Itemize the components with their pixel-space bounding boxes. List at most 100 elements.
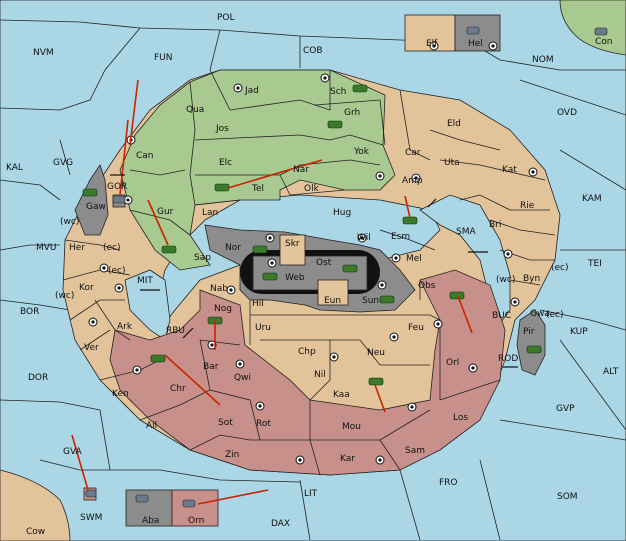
sea-label: COB <box>303 46 323 56</box>
sea-borders <box>0 19 626 541</box>
sea-label: SMA <box>456 227 476 237</box>
land-label: Web <box>285 273 305 283</box>
land-label: Sam <box>405 446 425 456</box>
coast-label: (ec) <box>546 310 564 320</box>
region-skr[interactable] <box>279 234 306 266</box>
land-label: Esm <box>391 232 410 242</box>
land-label: Neu <box>367 348 385 358</box>
sea-label: MIT <box>137 276 153 286</box>
sea-label: ROD <box>498 354 518 364</box>
sea-label: SOM <box>557 492 578 502</box>
sea-label: GVA <box>63 447 83 457</box>
land-label: Cow <box>26 527 45 537</box>
land-label: Chr <box>170 384 186 394</box>
land-labels: Elf Hel Con Jad Sch Qua Grh Jos Can Eld … <box>26 37 613 537</box>
supply-centers <box>88 41 538 465</box>
con-island[interactable] <box>559 0 626 56</box>
sea-label: KAL <box>6 163 23 173</box>
land-label: Gaw <box>86 202 106 212</box>
region-borders <box>62 69 556 476</box>
sea-label: LIT <box>304 489 318 499</box>
land-label: Byn <box>523 274 540 284</box>
land-label: Ken <box>112 389 129 399</box>
land-label: Kor <box>79 283 94 293</box>
sea-label: TEI <box>587 259 602 269</box>
land-label: Kar <box>340 454 355 464</box>
sea-label: OVD <box>557 108 577 118</box>
land-label: Ver <box>84 343 99 353</box>
sea-label: FRO <box>439 478 458 488</box>
land-label: Nil <box>314 370 326 380</box>
land-label: Sot <box>218 418 233 428</box>
sea-label: NVM <box>33 48 54 58</box>
land-label: Nar <box>293 165 309 175</box>
land-label: Wil <box>357 233 371 243</box>
sea-label: GVP <box>556 404 575 414</box>
land-label: Grh <box>344 108 360 118</box>
land-label: Eld <box>447 119 461 129</box>
sea-label: ALT <box>603 367 619 377</box>
sea-label: KAM <box>582 194 602 204</box>
sea-label: BUC <box>492 311 511 321</box>
land-label: Nor <box>225 243 241 253</box>
sea-label: DAX <box>271 519 290 529</box>
land-label: Rie <box>520 201 535 211</box>
region-aba[interactable] <box>125 489 173 527</box>
land-label: Hug <box>333 208 351 218</box>
land-label: Rot <box>256 419 271 429</box>
land-label: Ail <box>146 421 157 431</box>
land-label: Orn <box>188 516 204 526</box>
land-label: Pir <box>523 327 535 337</box>
land-label: Olk <box>304 184 320 194</box>
sea-label: POL <box>217 13 235 23</box>
land-label: Nab <box>210 284 228 294</box>
land-label: Nog <box>214 304 232 314</box>
land-label: Con <box>595 37 613 47</box>
land-label: Mel <box>406 254 422 264</box>
land-label: Tel <box>251 184 264 194</box>
land-label: Qwi <box>234 373 251 383</box>
land-label: Skr <box>285 239 300 249</box>
region-pir[interactable] <box>516 309 546 376</box>
cow-island[interactable] <box>0 469 71 541</box>
sea-label: BOR <box>20 307 39 317</box>
coast-label: (ec) <box>108 266 126 276</box>
land-label: Elc <box>219 158 232 168</box>
sea-label: DOR <box>28 373 48 383</box>
land-label: Amp <box>402 176 423 186</box>
sea-labels: POL NVM FUN COB NOM OVD KAL GVG KAM TEI … <box>6 13 619 529</box>
land-label: Elf <box>426 39 438 49</box>
coast-label: (wc) <box>496 275 515 285</box>
sea-label: NOM <box>532 55 554 65</box>
land-label: Uru <box>255 323 271 333</box>
coast-label: (ec) <box>551 263 569 273</box>
land-label: Hil <box>252 299 264 309</box>
land-label: Ark <box>117 322 133 332</box>
land-label: Kaa <box>333 390 350 400</box>
land-label: Sap <box>194 253 211 263</box>
coast-labels: (wc) (ec) (ec) (wc) (ec) (wc) (ec) <box>55 217 569 320</box>
land-label: Sch <box>330 87 346 97</box>
land-label: Uta <box>444 158 460 168</box>
inner-sea-sma <box>419 194 511 331</box>
land-label: Car <box>405 148 421 158</box>
land-label: Zin <box>225 450 239 460</box>
land-label: Gur <box>157 207 174 217</box>
land-label: Yok <box>353 147 370 157</box>
land-label: Lan <box>202 208 218 218</box>
order-arrows <box>71 79 473 505</box>
land-label: Ost <box>316 258 332 268</box>
region-orn[interactable] <box>171 489 219 527</box>
sea-label: MVU <box>36 243 57 253</box>
land-label: SWM <box>80 513 102 523</box>
region-gaw[interactable] <box>74 164 109 236</box>
sea-label: FUN <box>154 53 173 63</box>
land-label: Sun <box>362 296 379 306</box>
coast-label: (ec) <box>103 243 121 253</box>
sea-label: RBU <box>166 326 185 336</box>
land-label: GOR <box>107 182 127 192</box>
land-label: Kat <box>502 165 517 175</box>
region-eun[interactable] <box>317 279 349 306</box>
sea-label: KUP <box>570 327 588 337</box>
